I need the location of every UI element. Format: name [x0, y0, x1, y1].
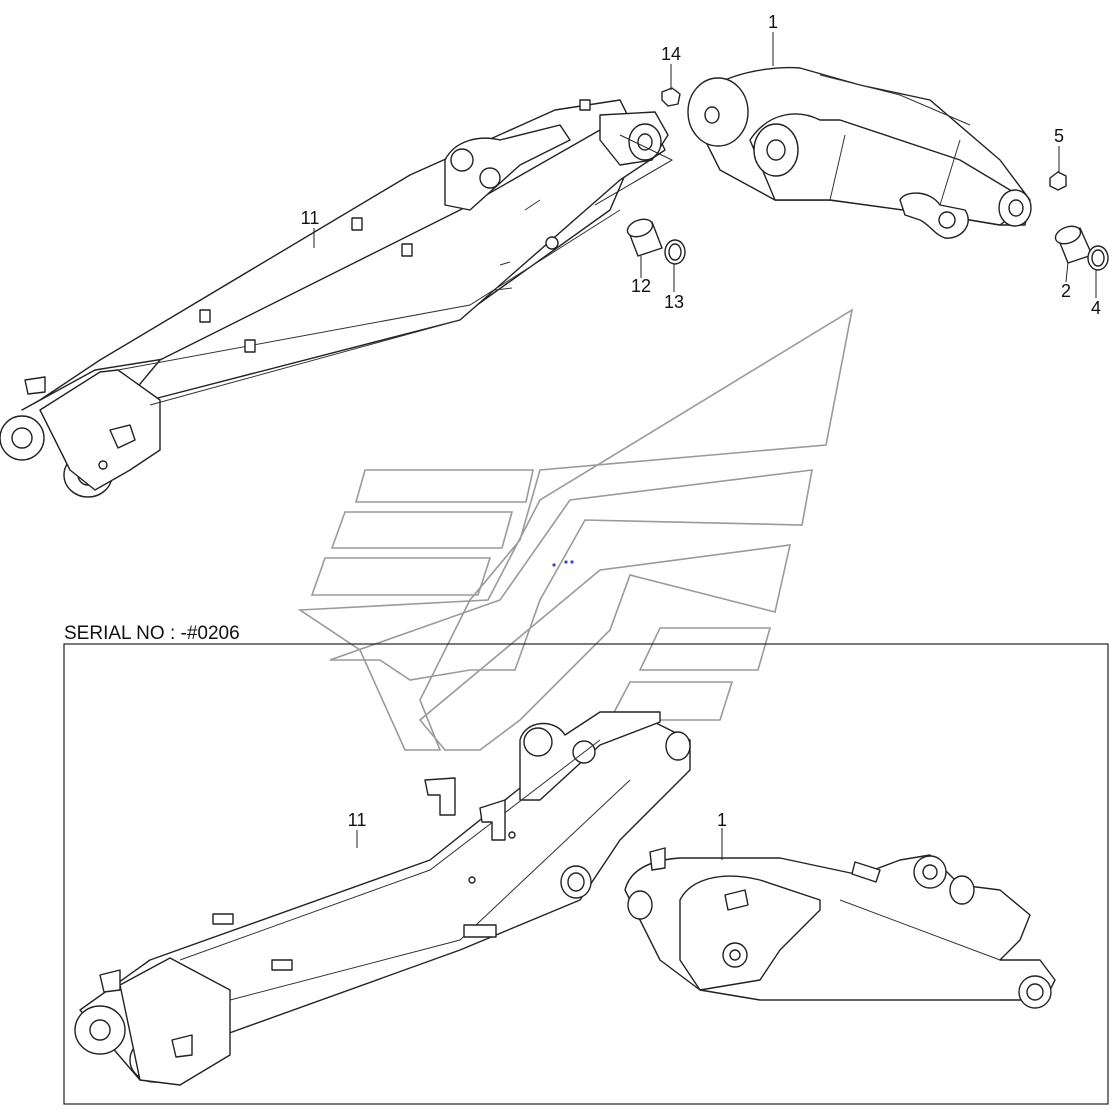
label-part-11: 11	[301, 208, 320, 228]
label-part-14: 14	[661, 44, 681, 64]
watermark-dot	[564, 560, 568, 564]
serial-frame	[63, 643, 1109, 1105]
label-part-4: 4	[1091, 298, 1101, 318]
pin-bushing-12	[626, 218, 663, 257]
pin-bushing-2	[1054, 225, 1093, 264]
watermark-dot	[552, 563, 556, 567]
watermark-logo	[297, 308, 854, 751]
watermark-dot	[570, 560, 574, 564]
lower-arm-drawing	[74, 711, 691, 1086]
shim-ring-4	[1087, 245, 1109, 271]
shim-ring-13	[664, 239, 686, 265]
nut-5	[1049, 171, 1067, 191]
nut-14	[661, 87, 681, 107]
leader-lines-lower	[356, 828, 723, 860]
label-part-12: 12	[631, 276, 651, 296]
leader-lines	[313, 32, 1097, 298]
label-part-5: 5	[1054, 126, 1064, 146]
label-part-13: 13	[664, 292, 684, 312]
label-part-2: 2	[1061, 281, 1071, 301]
label-part-11-lower: 11	[348, 810, 367, 830]
lower-boom-drawing	[624, 847, 1056, 1009]
serial-number-caption: SERIAL NO : -#0206	[64, 623, 240, 644]
upper-arm-drawing	[0, 99, 669, 498]
label-part-1: 1	[768, 12, 778, 32]
label-part-1-lower: 1	[717, 810, 727, 830]
upper-boom-drawing	[687, 66, 1032, 239]
